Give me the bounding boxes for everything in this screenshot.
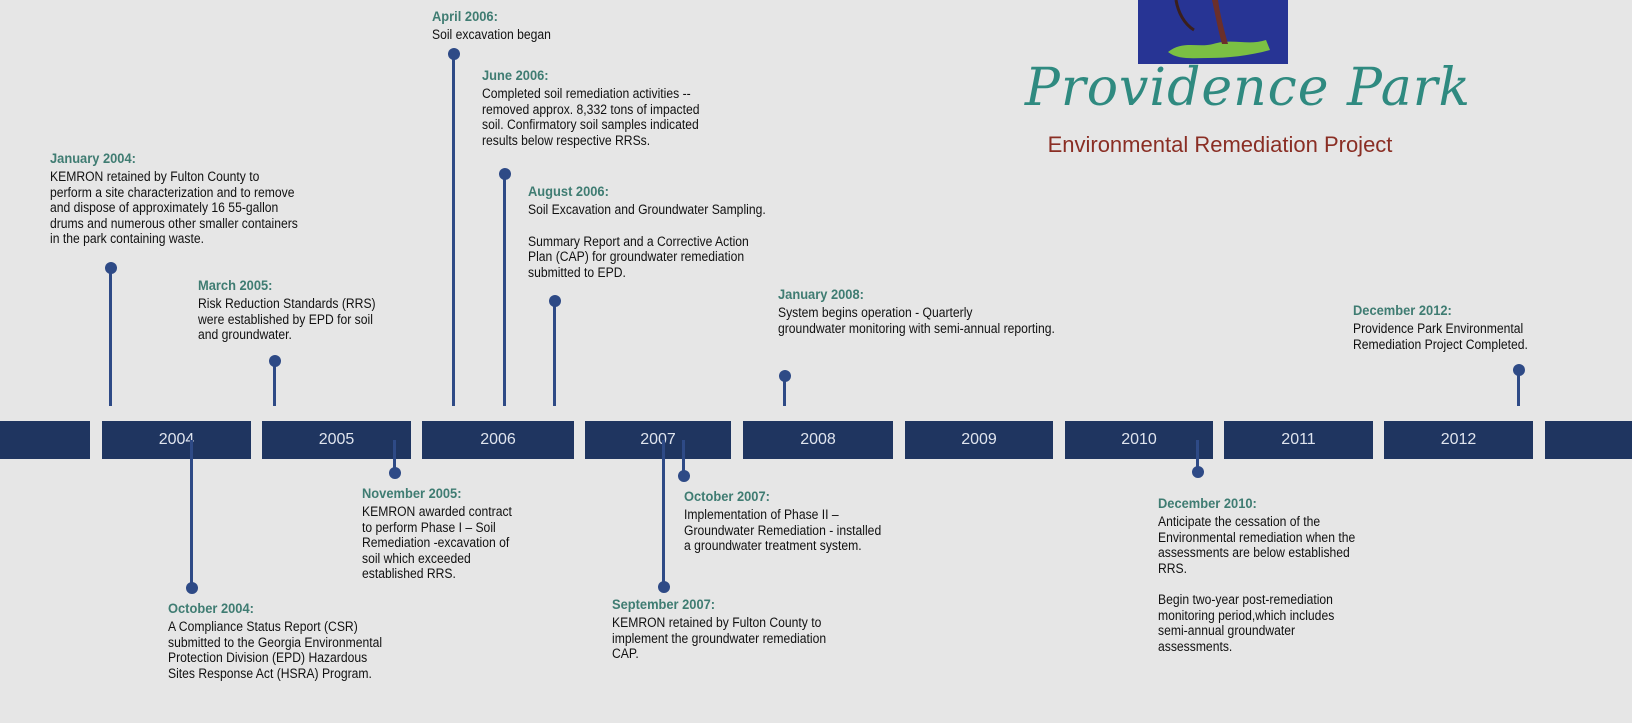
timeline-bar-start <box>0 421 90 459</box>
connector-jan-2004 <box>109 268 112 406</box>
connector-oct-2007 <box>682 440 685 476</box>
connector-sep-2007 <box>662 440 665 586</box>
year-2007: 2007 <box>585 421 731 459</box>
tree-logo-icon <box>1168 0 1270 59</box>
event-dec-2012: December 2012: Providence Park Environme… <box>1353 302 1625 352</box>
event-sep-2007: September 2007: KEMRON retained by Fulto… <box>612 596 912 662</box>
event-date: January 2008: <box>778 286 864 302</box>
year-2006: 2006 <box>422 421 574 459</box>
event-aug-2006: August 2006: Soil Excavation and Groundw… <box>528 183 858 280</box>
connector-apr-2006 <box>452 55 455 406</box>
marker-nov-2005 <box>389 467 401 479</box>
event-text: A Compliance Status Report (CSR) submitt… <box>168 619 383 681</box>
event-text: Anticipate the cessation of the Environm… <box>1158 514 1356 576</box>
event-mar-2005: March 2005: Risk Reduction Standards (RR… <box>198 277 458 343</box>
timeline-bar-end <box>1545 421 1632 459</box>
event-oct-2007: October 2007: Implementation of Phase II… <box>684 488 964 554</box>
event-text: Risk Reduction Standards (RRS) were esta… <box>198 296 376 342</box>
event-text: KEMRON retained by Fulton County to perf… <box>50 169 298 246</box>
event-dec-2010: December 2010: Anticipate the cessation … <box>1158 495 1438 654</box>
event-date: December 2012: <box>1353 302 1452 318</box>
year-2009: 2009 <box>905 421 1053 459</box>
event-text: KEMRON awarded contract to perform Phase… <box>362 504 512 581</box>
connector-jan-2008 <box>783 378 786 406</box>
event-text: Soil excavation began <box>432 27 551 42</box>
event-jan-2004: January 2004: KEMRON retained by Fulton … <box>50 150 380 247</box>
year-2008: 2008 <box>743 421 893 459</box>
marker-apr-2006 <box>448 48 460 60</box>
event-nov-2005: November 2005: KEMRON awarded contract t… <box>362 485 592 582</box>
marker-jan-2004 <box>105 262 117 274</box>
event-jan-2008: January 2008: System begins operation - … <box>778 286 1148 336</box>
year-2005: 2005 <box>262 421 411 459</box>
connector-jun-2006 <box>503 175 506 406</box>
event-date: September 2007: <box>612 596 716 612</box>
marker-sep-2007 <box>658 581 670 593</box>
brand-logo <box>1138 0 1288 64</box>
event-date: June 2006: <box>482 67 549 83</box>
event-date: October 2004: <box>168 600 254 616</box>
brand-title: Providence Park <box>1024 58 1472 118</box>
event-date: April 2006: <box>432 8 498 24</box>
event-text: Completed soil remediation activities --… <box>482 86 700 148</box>
event-text: Begin two-year post-remediation monitori… <box>1158 592 1335 654</box>
marker-mar-2005 <box>269 355 281 367</box>
connector-dec-2012 <box>1517 372 1520 406</box>
event-date: October 2007: <box>684 488 770 504</box>
marker-jun-2006 <box>499 168 511 180</box>
brand-subtitle: Environmental Remediation Project <box>1047 132 1393 157</box>
event-text: Implementation of Phase II – Groundwater… <box>684 507 882 553</box>
marker-dec-2012 <box>1513 364 1525 376</box>
marker-oct-2004 <box>186 582 198 594</box>
event-date: December 2010: <box>1158 495 1257 511</box>
year-2012: 2012 <box>1384 421 1533 459</box>
event-text: KEMRON retained by Fulton County to impl… <box>612 615 827 661</box>
event-text: Summary Report and a Corrective Action P… <box>528 233 749 280</box>
event-date: March 2005: <box>198 277 273 293</box>
event-text: System begins operation - Quarterly grou… <box>778 305 1055 336</box>
connector-aug-2006 <box>553 302 556 406</box>
event-date: November 2005: <box>362 485 462 501</box>
event-date: January 2004: <box>50 150 136 166</box>
marker-jan-2008 <box>779 370 791 382</box>
event-text: Providence Park Environmental Remediatio… <box>1353 321 1528 352</box>
year-2011: 2011 <box>1224 421 1373 459</box>
marker-dec-2010 <box>1192 466 1204 478</box>
connector-oct-2004 <box>190 440 193 588</box>
event-text: Soil Excavation and Groundwater Sampling… <box>528 202 766 217</box>
event-apr-2006: April 2006: Soil excavation began <box>432 8 632 43</box>
year-2010: 2010 <box>1065 421 1213 459</box>
event-jun-2006: June 2006: Completed soil remediation ac… <box>482 67 812 148</box>
event-oct-2004: October 2004: A Compliance Status Report… <box>168 600 468 681</box>
event-date: August 2006: <box>528 183 609 199</box>
connector-dec-2010 <box>1196 440 1199 472</box>
connector-nov-2005 <box>393 440 396 472</box>
marker-aug-2006 <box>549 295 561 307</box>
connector-mar-2005 <box>273 362 276 406</box>
marker-oct-2007 <box>678 470 690 482</box>
year-2004: 2004 <box>102 421 251 459</box>
